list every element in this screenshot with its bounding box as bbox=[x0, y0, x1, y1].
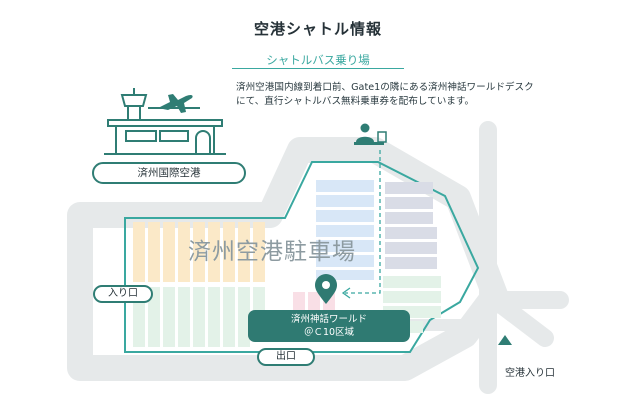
parking-zone-orange bbox=[133, 222, 265, 282]
entrance-arrow-icon bbox=[498, 335, 512, 345]
parking-zone-gray bbox=[385, 182, 437, 269]
exit-label: 出口 bbox=[257, 348, 315, 366]
location-pin-icon bbox=[315, 274, 337, 304]
route-arrow-icon bbox=[341, 287, 351, 299]
terminal-building-icon bbox=[104, 119, 226, 155]
parking-zone-blue bbox=[316, 180, 374, 280]
shuttle-description: 済州空港国内線到着口前、Gate1の隣にある済州神話ワールドデスクにて、直行シャ… bbox=[236, 82, 534, 107]
parking-lot-name: 済州空港駐車場 bbox=[188, 239, 356, 265]
page-subtitle: シャトルバス乗り場 bbox=[266, 53, 370, 67]
info-desk-icon bbox=[354, 123, 387, 145]
airport-label: 済州国際空港 bbox=[92, 162, 246, 184]
counter-name: 済州神話ワールド bbox=[290, 314, 367, 325]
walking-route bbox=[345, 150, 381, 294]
counter-zone: ＠Ｃ10区域 bbox=[303, 327, 355, 338]
subtitle-underline bbox=[232, 68, 404, 69]
airport-access-road bbox=[479, 121, 569, 394]
airplane-icon bbox=[158, 94, 193, 113]
airport-entrance-label: 空港入り口 bbox=[505, 368, 555, 379]
page-title: 空港シャトル情報 bbox=[253, 20, 382, 38]
shuttle-counter-location: 済州神話ワールド ＠Ｃ10区域 bbox=[248, 310, 410, 342]
parking-boundary bbox=[124, 161, 480, 353]
control-tower-icon bbox=[120, 88, 148, 120]
entrance-label: 入り口 bbox=[93, 285, 153, 303]
